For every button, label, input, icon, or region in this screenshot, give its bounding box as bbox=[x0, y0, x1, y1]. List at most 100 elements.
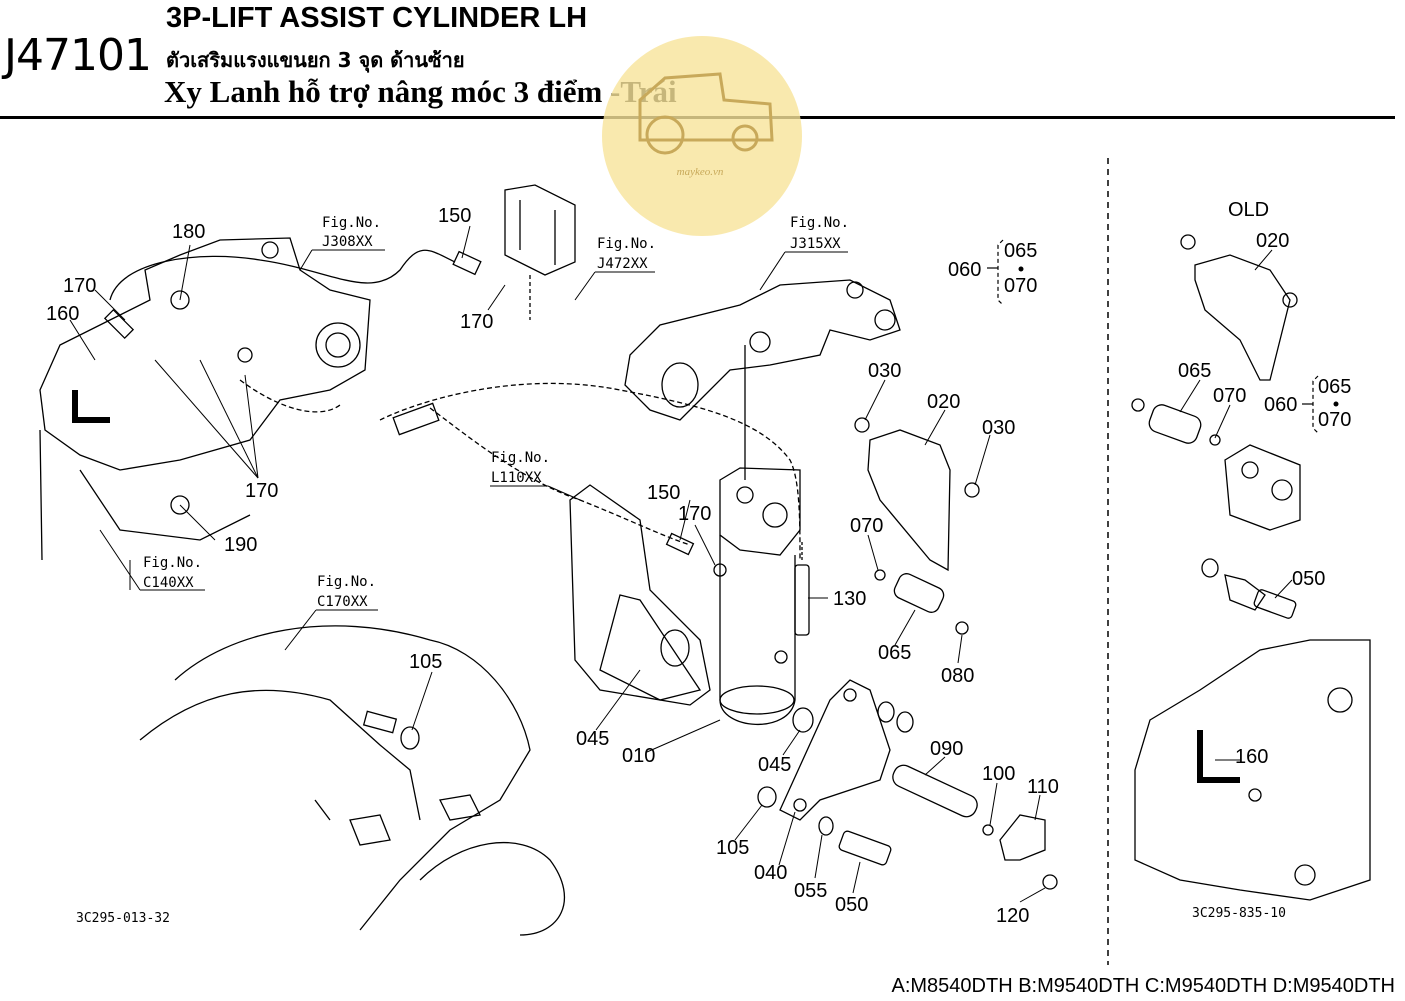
label-160: 160 bbox=[46, 303, 79, 325]
old-inset-drawing bbox=[1131, 234, 1371, 901]
fitting-port bbox=[170, 290, 190, 310]
hose-180 bbox=[109, 249, 456, 301]
cylinder-eye bbox=[736, 486, 754, 504]
fig-no-label: Fig.No. bbox=[317, 574, 376, 590]
label-020: 020 bbox=[927, 391, 960, 413]
old-fitting bbox=[1248, 788, 1262, 802]
bracket-020 bbox=[867, 429, 951, 572]
washer bbox=[877, 701, 895, 723]
label-040: 040 bbox=[754, 862, 787, 884]
hose-line-2 bbox=[429, 407, 691, 546]
transmission-housing bbox=[174, 625, 531, 931]
fig-ref-j308: J308XX bbox=[322, 234, 373, 250]
drawing-ref-old: 3C295-835-10 bbox=[1192, 906, 1286, 921]
elbow-fitting bbox=[392, 402, 440, 436]
circlip-055 bbox=[818, 816, 834, 836]
braces bbox=[987, 239, 1319, 434]
label-190: 190 bbox=[224, 534, 257, 556]
model-applicability: A:M8540DTH B:M9540DTH C:M9540DTH D:M9540… bbox=[891, 975, 1396, 997]
label-045: 045 bbox=[576, 728, 609, 750]
fitting-port bbox=[261, 241, 279, 259]
label-110: 110 bbox=[1027, 776, 1059, 798]
spring bbox=[774, 650, 788, 664]
label-030: 030 bbox=[868, 360, 901, 382]
label-old: OLD bbox=[1228, 199, 1269, 221]
old-leader-lines bbox=[1179, 249, 1293, 761]
watermark-text: maykeo.vn bbox=[677, 166, 724, 178]
fig-no-label: Fig.No. bbox=[143, 555, 202, 571]
old-bracket-020 bbox=[1194, 254, 1291, 381]
label-020: 020 bbox=[1256, 230, 1289, 252]
nipple-070 bbox=[874, 569, 886, 581]
collar-045 bbox=[660, 629, 690, 667]
housing-pads bbox=[314, 794, 481, 846]
cylinder-head bbox=[719, 467, 801, 556]
port-ring bbox=[315, 322, 361, 368]
old-sensor-065 bbox=[1148, 404, 1202, 444]
old-bolt bbox=[1180, 234, 1196, 250]
pipe-160 bbox=[72, 390, 110, 423]
cylinder-bottom bbox=[719, 685, 795, 715]
main-drawing bbox=[39, 184, 1058, 936]
label-070: 070 bbox=[850, 515, 883, 537]
lift-arm-hole bbox=[749, 331, 771, 353]
washer-105-b bbox=[757, 786, 777, 808]
bracket-hole bbox=[793, 798, 807, 812]
fitting-port bbox=[170, 495, 190, 515]
fig-no-label: Fig.No. bbox=[491, 450, 550, 466]
brace-dot bbox=[1018, 266, 1024, 272]
fig-no-label: Fig.No. bbox=[322, 215, 381, 231]
leader-lines bbox=[69, 225, 1046, 903]
cylinder-010 bbox=[719, 535, 796, 726]
old-port bbox=[1327, 687, 1353, 713]
label-010: 010 bbox=[622, 745, 655, 767]
label-130: 130 bbox=[833, 588, 866, 610]
cylinder-eye bbox=[762, 502, 788, 528]
fig-ref-l110: L110XX bbox=[491, 470, 542, 486]
label-070: 070 bbox=[1004, 275, 1037, 297]
washer-105 bbox=[400, 726, 420, 750]
bracket-hole bbox=[843, 688, 857, 702]
fig-ref-c170: C170XX bbox=[317, 594, 368, 610]
axle-boss bbox=[419, 841, 566, 936]
bolt-120 bbox=[1042, 874, 1058, 890]
watermark-logo: maykeo.vn bbox=[602, 36, 802, 236]
title-vietnamese: Xy Lanh hỗ trợ nâng móc 3 điểm -Trái bbox=[164, 74, 677, 109]
drawing-ref-main: 3C295-013-32 bbox=[76, 911, 170, 926]
clamp-110 bbox=[999, 814, 1046, 861]
old-clevis bbox=[1224, 444, 1301, 531]
hydraulic-block bbox=[39, 237, 371, 471]
old-nipple-070 bbox=[1209, 434, 1221, 446]
bolt-050 bbox=[838, 830, 892, 866]
label-170: 170 bbox=[245, 480, 278, 502]
fig-ref-c140: C140XX bbox=[143, 575, 194, 591]
sensor-065 bbox=[893, 573, 945, 613]
label-045: 045 bbox=[758, 754, 791, 776]
bracket-040 bbox=[779, 679, 891, 821]
label-070: 070 bbox=[1213, 385, 1246, 407]
label-030: 030 bbox=[982, 417, 1015, 439]
lift-arm-spline bbox=[661, 362, 699, 408]
label-170: 170 bbox=[460, 311, 493, 333]
label-120: 120 bbox=[996, 905, 1029, 927]
housing-edge bbox=[39, 429, 251, 561]
label-160: 160 bbox=[1235, 746, 1268, 768]
mount-plate bbox=[599, 594, 702, 701]
label-065: 065 bbox=[1318, 376, 1351, 398]
old-pipe-160 bbox=[1197, 730, 1240, 783]
label-070: 070 bbox=[1318, 409, 1351, 431]
hose-150-b bbox=[665, 532, 695, 556]
lift-arm-hole bbox=[874, 309, 896, 331]
fig-ref-j472: J472XX bbox=[597, 256, 648, 272]
transmission-rib bbox=[139, 689, 421, 821]
title-english: 3P-LIFT ASSIST CYLINDER LH bbox=[166, 2, 588, 34]
screw-080 bbox=[955, 621, 969, 635]
label-170: 170 bbox=[63, 275, 96, 297]
label-055: 055 bbox=[794, 880, 827, 902]
label-080: 080 bbox=[941, 665, 974, 687]
clip-170 bbox=[713, 563, 727, 577]
old-bolt bbox=[1282, 292, 1298, 308]
label-050: 050 bbox=[1292, 568, 1325, 590]
label-150: 150 bbox=[438, 205, 471, 227]
